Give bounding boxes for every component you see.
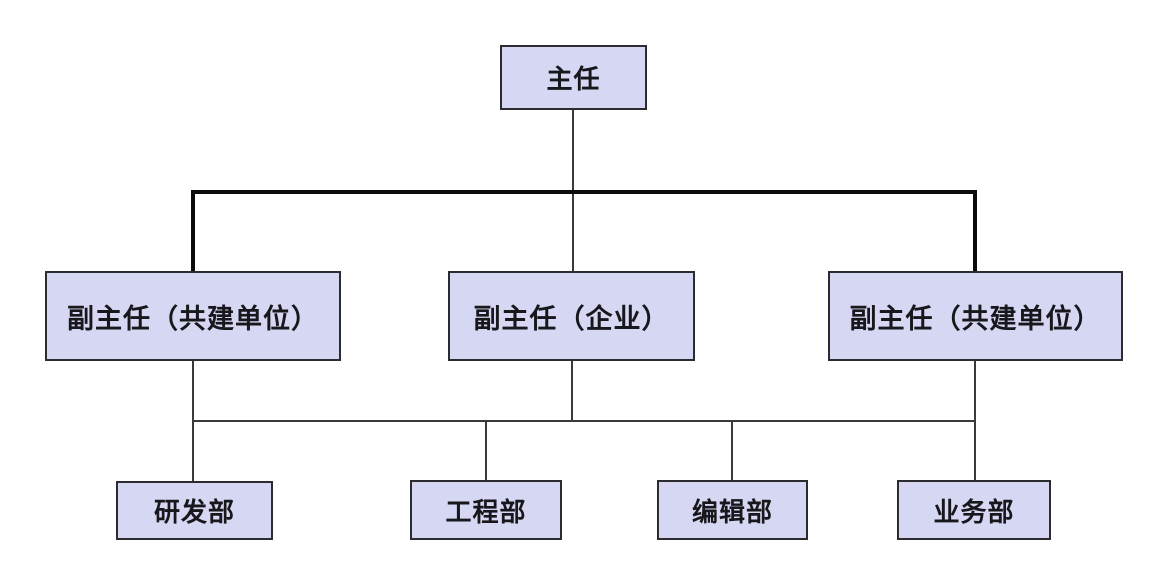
node-director: 主任	[500, 45, 647, 110]
node-director-label: 主任	[546, 64, 601, 94]
connector-top-horizontal-rail	[191, 190, 977, 194]
connector-deputy2-vertical	[571, 361, 573, 422]
node-business-department-label: 业务部	[933, 496, 1015, 527]
node-engineering-department: 工程部	[410, 480, 562, 540]
node-editorial-department-label: 编辑部	[691, 496, 773, 527]
node-deputy-director-cobuild-left: 副主任（共建单位）	[45, 271, 341, 361]
node-deputy-director-cobuild-left-label: 副主任（共建单位）	[67, 303, 319, 334]
node-deputy-director-enterprise-label: 副主任（企业）	[473, 303, 670, 334]
connector-top-left-drop	[191, 190, 195, 271]
connector-bottom-horizontal-rail	[192, 420, 976, 422]
connector-engineering-drop	[485, 420, 487, 481]
node-deputy-director-enterprise: 副主任（企业）	[448, 271, 695, 361]
connector-editorial-drop	[731, 420, 733, 481]
connector-top-right-drop	[973, 190, 977, 271]
node-rnd-department: 研发部	[116, 481, 273, 540]
node-engineering-department-label: 工程部	[445, 496, 527, 527]
node-business-department: 业务部	[897, 480, 1051, 540]
node-rnd-department-label: 研发部	[153, 497, 235, 527]
node-deputy-director-cobuild-right-label: 副主任（共建单位）	[849, 303, 1102, 334]
node-editorial-department: 编辑部	[657, 480, 808, 540]
node-deputy-director-cobuild-right: 副主任（共建单位）	[828, 271, 1123, 361]
